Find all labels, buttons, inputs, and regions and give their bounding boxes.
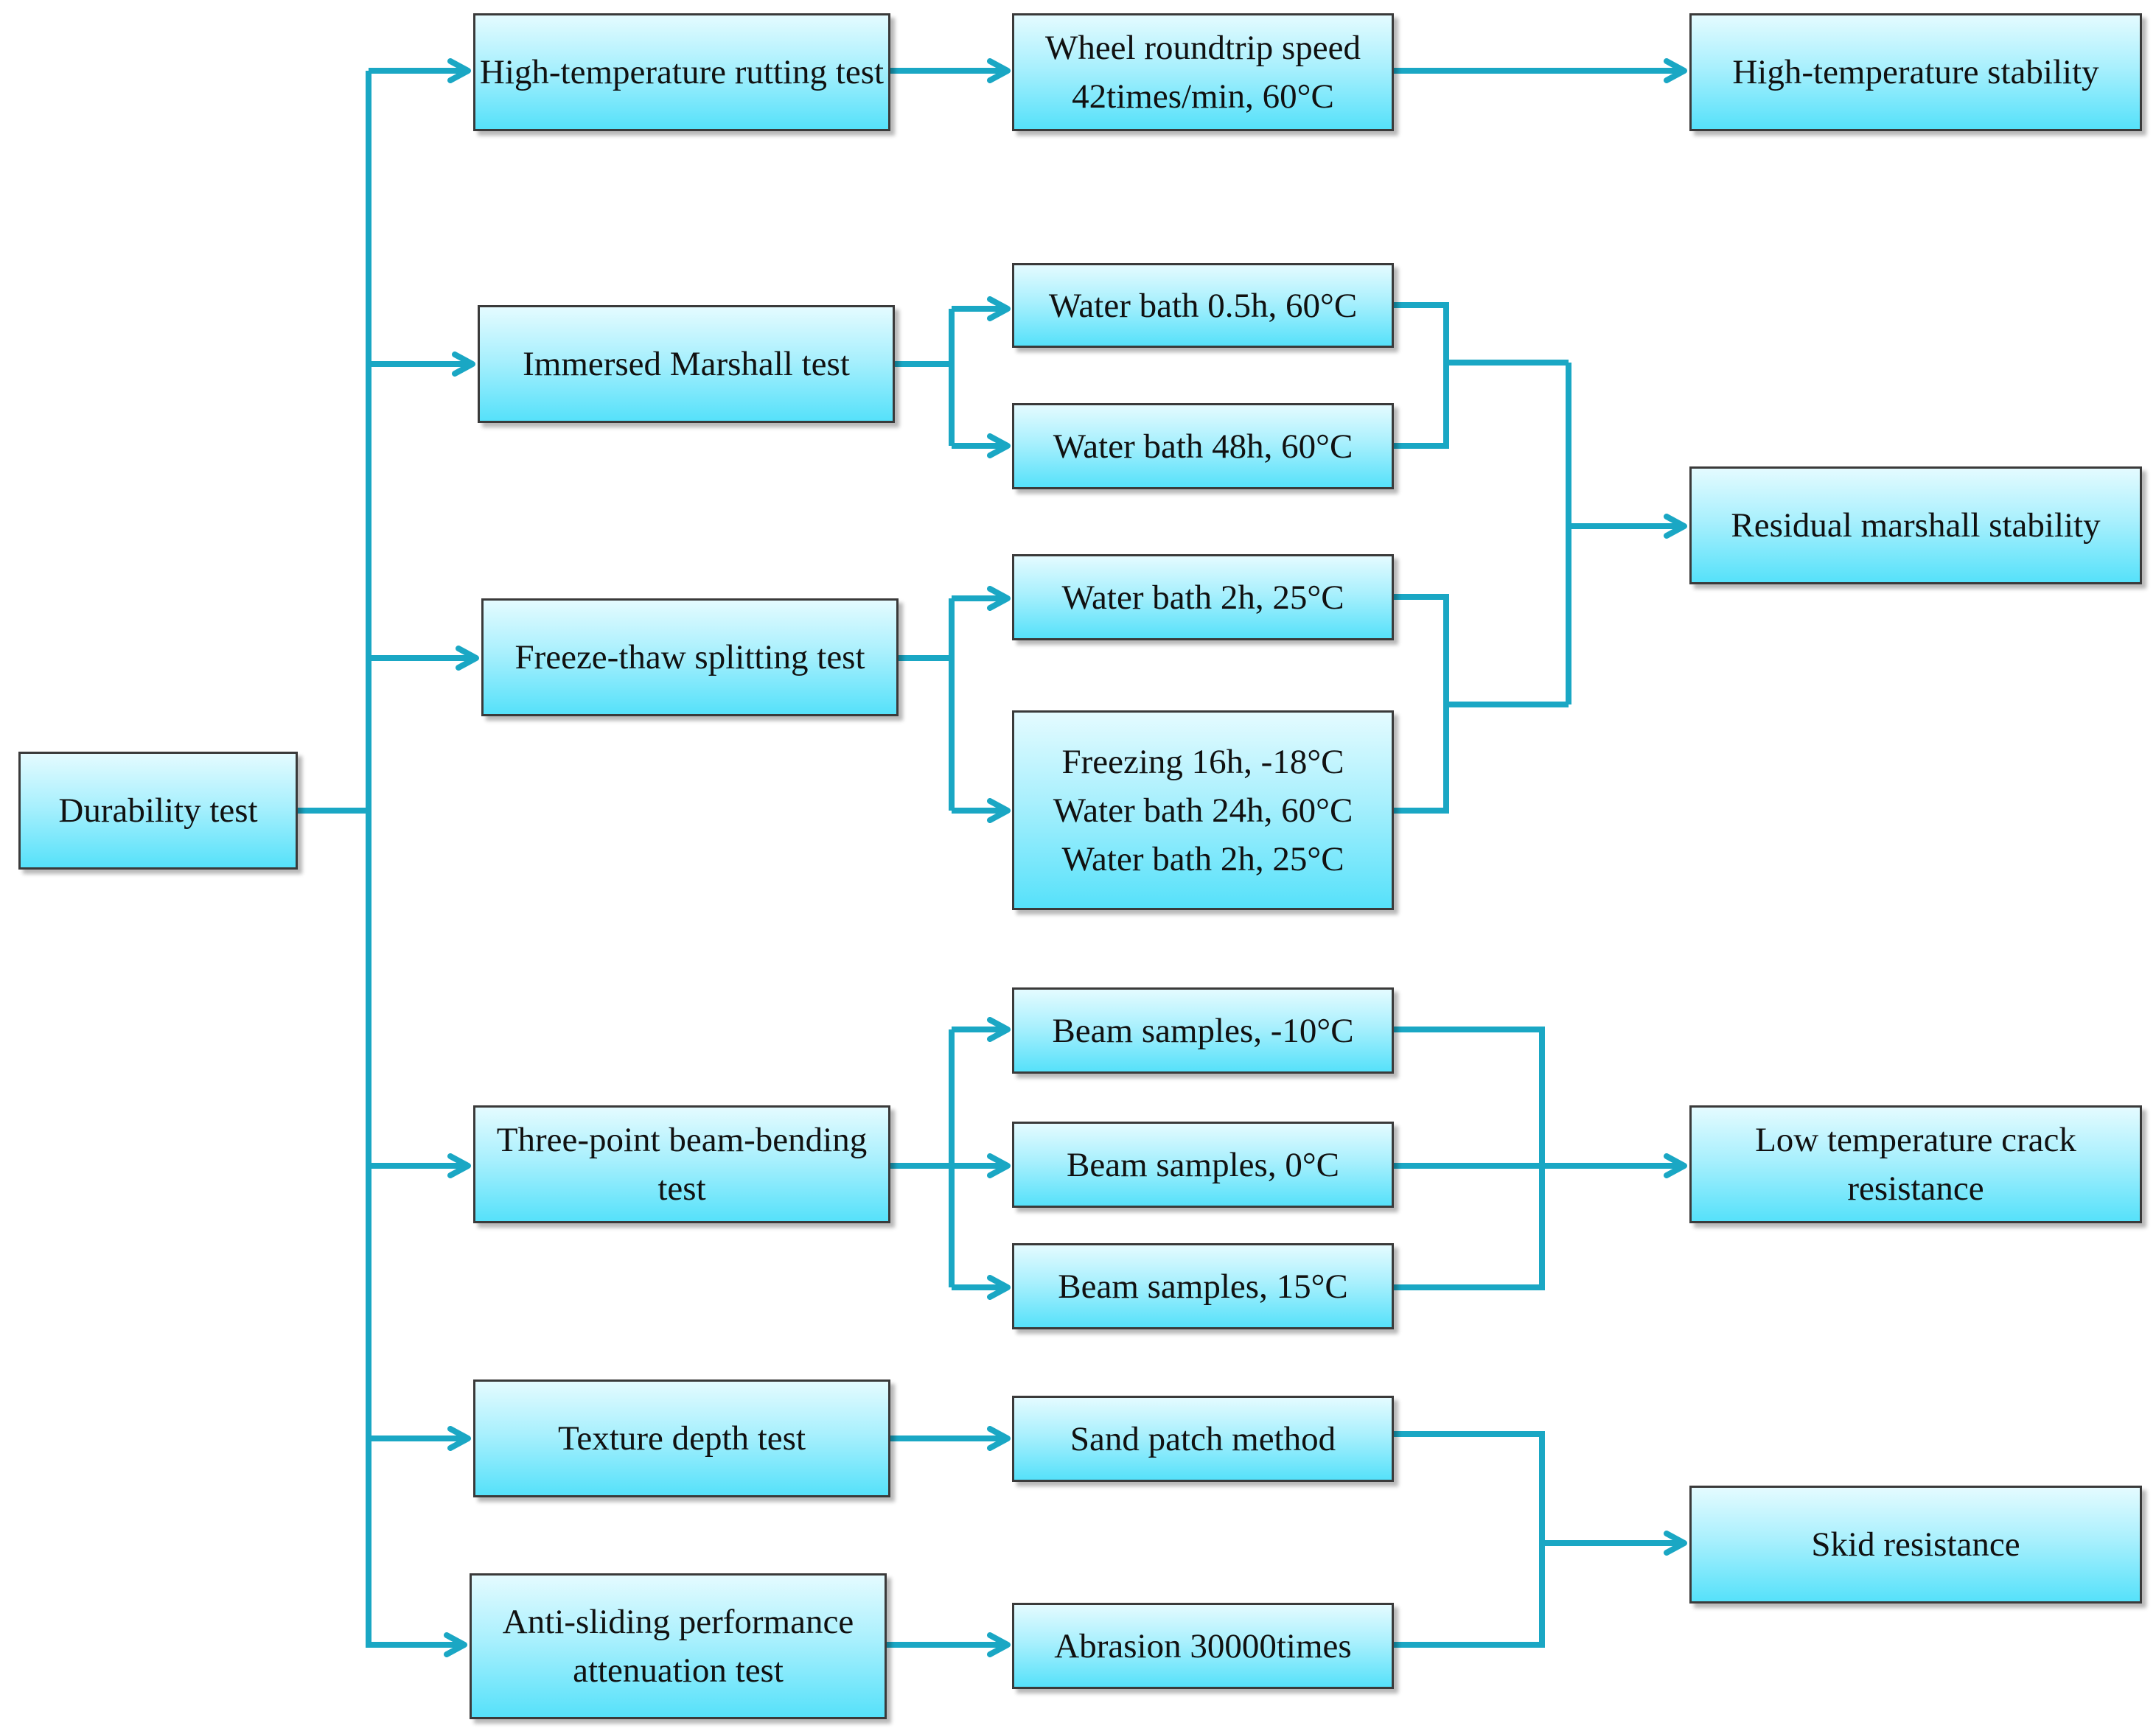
beam-samples-0-box: Beam samples, 0°C: [1012, 1122, 1394, 1208]
sand-patch-box: Sand patch method: [1012, 1396, 1394, 1482]
low-temp-crack-label: Low temperature crack resistance: [1755, 1121, 2076, 1208]
low-temp-crack-box: Low temperature crack resistance: [1689, 1105, 2142, 1223]
durability-test-label: Durability test: [58, 791, 258, 830]
texture-depth-test-box: Texture depth test: [473, 1379, 890, 1497]
marshall-merge: [1394, 302, 1449, 449]
water-bath-05h-box: Water bath 0.5h, 60°C: [1012, 263, 1394, 348]
freeze-thaw-test-box: Freeze-thaw splitting test: [481, 598, 899, 716]
skid-merge: [1394, 1431, 1545, 1648]
freeze-thaw-test-label: Freeze-thaw splitting test: [514, 638, 865, 676]
wheel-speed-box: Wheel roundtrip speed 42times/min, 60°C: [1012, 13, 1394, 131]
water-bath-48h-box: Water bath 48h, 60°C: [1012, 403, 1394, 489]
water-bath-05h-label: Water bath 0.5h, 60°C: [1048, 286, 1358, 325]
marshall-test-box: Immersed Marshall test: [478, 305, 895, 423]
water-bath-2h-label: Water bath 2h, 25°C: [1061, 578, 1344, 617]
anti-sliding-test-label: Anti-sliding performance attenuation tes…: [502, 1603, 854, 1690]
abrasion-label: Abrasion 30000times: [1054, 1626, 1352, 1665]
freezing-cycle-label: Freezing 16h, -18°C Water bath 24h, 60°C…: [1053, 742, 1353, 878]
skid-resistance-box: Skid resistance: [1689, 1486, 2142, 1604]
beam-samples-15-label: Beam samples, 15°C: [1058, 1267, 1348, 1306]
wheel-speed-label: Wheel roundtrip speed 42times/min, 60°C: [1044, 29, 1361, 116]
high-temp-stability-label: High-temperature stability: [1732, 53, 2099, 91]
beam-merge: [1394, 1027, 1545, 1290]
rutting-test-box: High-temperature rutting test: [473, 13, 890, 131]
water-bath-48h-label: Water bath 48h, 60°C: [1053, 427, 1353, 466]
skid-resistance-label: Skid resistance: [1811, 1525, 2020, 1564]
beam-bending-test-box: Three-point beam-bending test: [473, 1105, 890, 1223]
abrasion-box: Abrasion 30000times: [1012, 1603, 1394, 1689]
residual-stability-label: Residual marshall stability: [1731, 506, 2101, 545]
anti-sliding-test-box: Anti-sliding performance attenuation tes…: [470, 1573, 887, 1719]
beam-samples-m10-label: Beam samples, -10°C: [1052, 1011, 1354, 1050]
residual-stability-box: Residual marshall stability: [1689, 466, 2142, 584]
beam-samples-0-label: Beam samples, 0°C: [1067, 1145, 1339, 1184]
marshall-test-label: Immersed Marshall test: [523, 345, 850, 383]
water-bath-2h-box: Water bath 2h, 25°C: [1012, 554, 1394, 640]
texture-depth-test-label: Texture depth test: [557, 1419, 806, 1458]
beam-bending-test-label: Three-point beam-bending test: [496, 1121, 868, 1208]
rutting-test-label: High-temperature rutting test: [479, 53, 885, 91]
durability-test-box: Durability test: [18, 752, 298, 870]
high-temp-stability-box: High-temperature stability: [1689, 13, 2142, 131]
freezing-cycle-box: Freezing 16h, -18°C Water bath 24h, 60°C…: [1012, 710, 1394, 910]
sand-patch-label: Sand patch method: [1070, 1419, 1336, 1458]
freeze-merge: [1394, 594, 1449, 814]
beam-samples-m10-box: Beam samples, -10°C: [1012, 987, 1394, 1074]
beam-samples-15-box: Beam samples, 15°C: [1012, 1243, 1394, 1329]
